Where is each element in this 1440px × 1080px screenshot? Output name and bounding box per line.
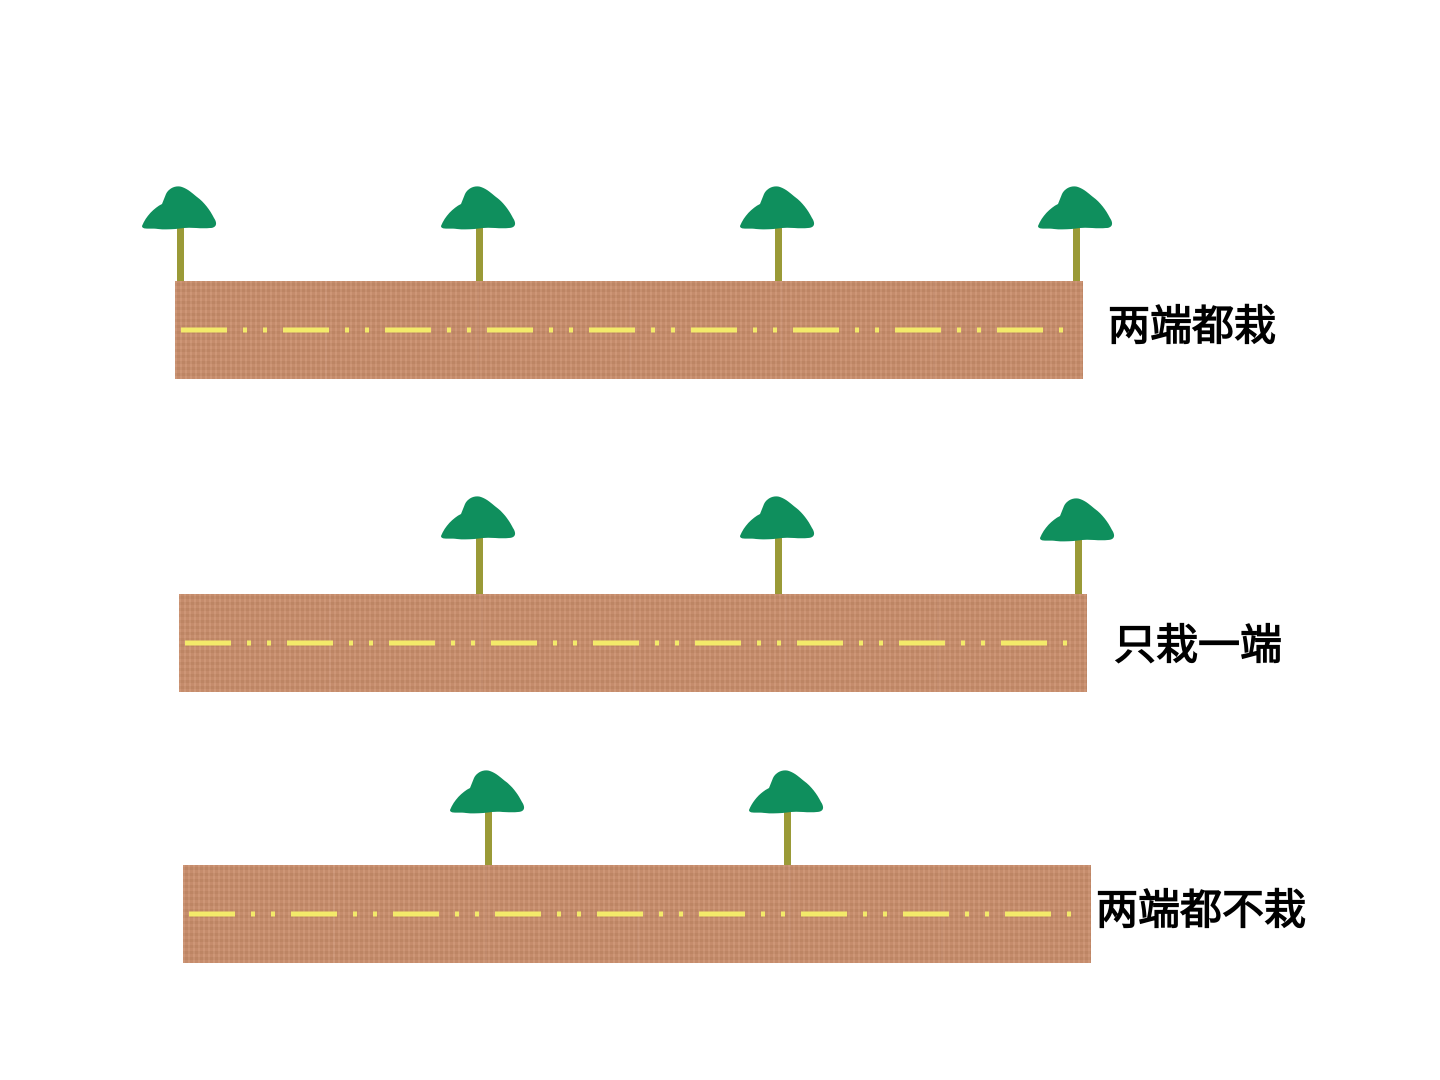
tree-icon xyxy=(747,768,827,868)
tree-icon xyxy=(1036,184,1116,284)
lane-marking xyxy=(185,640,1081,646)
tree-icon xyxy=(439,494,519,594)
lane-marking xyxy=(181,327,1077,333)
tree-icon xyxy=(448,768,528,868)
road xyxy=(175,281,1083,379)
tree-icon xyxy=(738,184,818,284)
road xyxy=(179,594,1087,692)
tree-icon xyxy=(439,184,519,284)
row-label: 两端都栽 xyxy=(1108,301,1277,350)
road xyxy=(183,865,1091,963)
tree-icon xyxy=(140,184,220,284)
lane-marking xyxy=(189,911,1085,917)
tree-icon xyxy=(738,494,818,594)
tree-icon xyxy=(1038,496,1118,596)
row-label: 只栽一端 xyxy=(1114,620,1283,669)
row-label: 两端都不栽 xyxy=(1096,885,1307,934)
